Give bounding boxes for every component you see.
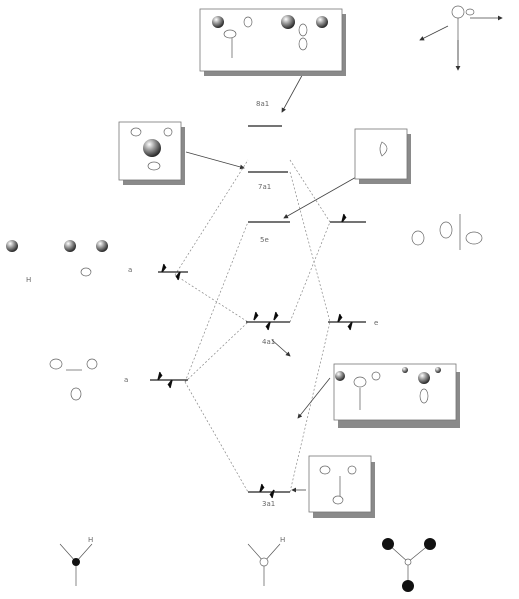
orbital-box-left [118,121,185,185]
hydrogen-label-1: H [88,536,93,544]
electrons-central [253,311,279,499]
molecule-top-right [419,5,503,71]
left-lower-label: a [124,376,128,384]
hydrogen-label-2: H [280,536,285,544]
mo-label-7: 7a1 [258,183,271,191]
right-fragment-levels: e [328,213,378,331]
right-middle-label: e [374,319,378,327]
orbital-box-right-wide [333,363,460,428]
legend-molecule-3 [382,538,436,592]
pointer-arrows [185,69,359,493]
orbital-right-free [411,214,483,250]
left-fragment-levels: a a [124,263,188,389]
legend-molecule-2: H [247,536,285,586]
orbital-box-right-small [354,128,411,184]
left-upper-label: a [128,266,132,274]
fragment-left-lower [49,358,98,401]
mo-levels: 8a1 7a1 5e 4a1 3a1 [246,100,290,508]
legend-molecule-1: H [59,536,93,586]
mo-label-3: 3a1 [262,500,275,508]
orbital-box-right-bottom [308,455,375,518]
mo-label-8: 8a1 [256,100,269,108]
mo-label-6: 5e [260,236,269,244]
mo-label-5: 4a1 [262,338,275,346]
fragment-left-upper: H [6,240,108,284]
orbital-box-top [199,8,346,76]
hydrogen-label-left: H [26,276,31,284]
correlation-lines [174,159,331,493]
